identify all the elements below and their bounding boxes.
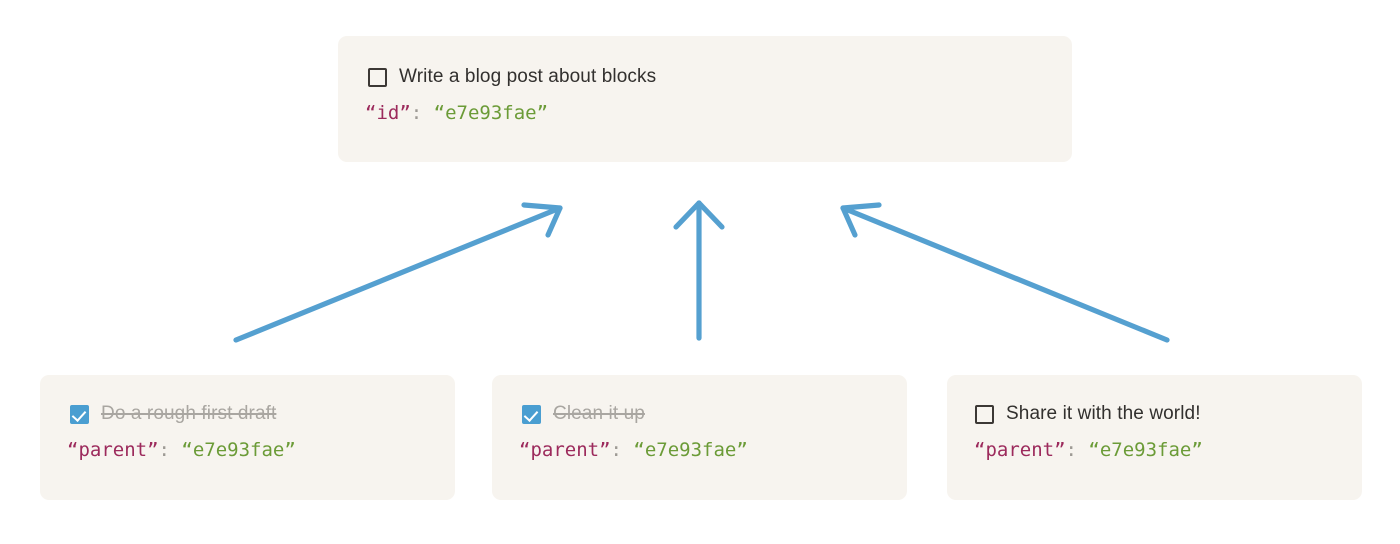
arrow-child2-to-parent bbox=[673, 200, 725, 341]
child-task-label-1: Do a rough first draft bbox=[101, 403, 277, 424]
code-value: “e7e93fae” bbox=[633, 439, 748, 461]
code-value: “e7e93fae” bbox=[433, 102, 549, 124]
child-task-row-3[interactable]: Share it with the world! bbox=[975, 403, 1201, 425]
code-punct: : bbox=[410, 102, 434, 124]
child-task-row-2[interactable]: Clean it up bbox=[522, 403, 645, 425]
child-block-card-2[interactable]: Clean it up “parent”: “e7e93fae” bbox=[492, 375, 907, 500]
parent-code-line: “id”: “e7e93fae” bbox=[365, 102, 548, 124]
child-task-row-1[interactable]: Do a rough first draft bbox=[70, 403, 276, 425]
child-task-label-3: Share it with the world! bbox=[1006, 403, 1201, 424]
arrow-child1-to-parent bbox=[233, 202, 563, 343]
child-code-line-2: “parent”: “e7e93fae” bbox=[519, 439, 748, 461]
child-block-card-3[interactable]: Share it with the world! “parent”: “e7e9… bbox=[947, 375, 1362, 500]
parent-task-label: Write a blog post about blocks bbox=[399, 66, 657, 87]
checkbox-checked-icon[interactable] bbox=[522, 404, 541, 424]
child-block-card-1[interactable]: Do a rough first draft “parent”: “e7e93f… bbox=[40, 375, 455, 500]
code-punct: : bbox=[1065, 439, 1089, 461]
code-value: “e7e93fae” bbox=[181, 439, 296, 461]
arrow-child3-to-parent bbox=[840, 202, 1170, 343]
code-punct: : bbox=[610, 439, 634, 461]
child-code-line-3: “parent”: “e7e93fae” bbox=[974, 439, 1203, 461]
child-task-label-2: Clean it up bbox=[553, 403, 645, 424]
code-key: “parent” bbox=[519, 439, 611, 461]
child-code-line-1: “parent”: “e7e93fae” bbox=[67, 439, 296, 461]
checkbox-empty-icon[interactable] bbox=[975, 404, 994, 424]
code-key: “parent” bbox=[67, 439, 159, 461]
checkbox-checked-icon[interactable] bbox=[70, 404, 89, 424]
code-value: “e7e93fae” bbox=[1088, 439, 1203, 461]
code-key: “parent” bbox=[974, 439, 1066, 461]
parent-block-card[interactable]: Write a blog post about blocks “id”: “e7… bbox=[338, 36, 1072, 162]
code-key: “id” bbox=[365, 102, 411, 124]
checkbox-empty-icon[interactable] bbox=[368, 67, 387, 87]
code-punct: : bbox=[158, 439, 182, 461]
parent-task-row[interactable]: Write a blog post about blocks bbox=[368, 66, 656, 88]
